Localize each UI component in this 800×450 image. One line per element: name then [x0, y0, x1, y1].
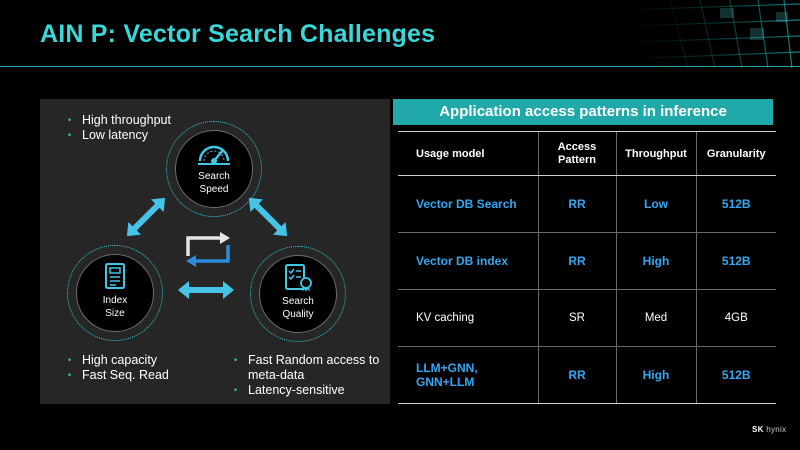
table-row: KV caching SR Med 4GB: [398, 289, 776, 347]
list-item: Low latency: [64, 128, 171, 143]
table-row: LLM+GNN, GNN+LLM RR High 512B: [398, 346, 776, 404]
checklist-badge-icon: [285, 264, 312, 292]
header-grid-decoration: [619, 0, 800, 68]
cell-usage: Vector DB index: [398, 232, 538, 290]
cell-throughput: High: [615, 346, 696, 404]
cell-granularity: 512B: [695, 232, 776, 290]
table-row: Vector DB Search RR Low 512B: [398, 175, 776, 233]
cell-throughput: Low: [615, 175, 696, 233]
access-patterns-table: Usage model Access Pattern Throughput Gr…: [398, 131, 776, 404]
search-quality-label-1: Search: [282, 296, 314, 307]
cell-pattern: RR: [537, 175, 616, 233]
speed-bullet-list: High throughput Low latency: [64, 113, 171, 143]
header-throughput: Throughput: [615, 131, 696, 176]
cell-throughput: High: [615, 232, 696, 290]
search-speed-circle: Search Speed: [175, 130, 253, 208]
list-item: High capacity: [64, 353, 169, 368]
table-row: Vector DB index RR High 512B: [398, 232, 776, 290]
speedometer-icon: [198, 145, 230, 165]
list-item: High throughput: [64, 113, 171, 128]
cell-pattern: RR: [537, 346, 616, 404]
cell-throughput: Med: [615, 289, 696, 347]
header-granularity: Granularity: [695, 131, 776, 176]
sk-hynix-logo: SK hynix: [752, 425, 786, 434]
document-index-icon: [105, 263, 125, 289]
index-size-circle-ring: [67, 245, 163, 341]
search-speed-label-2: Speed: [199, 184, 229, 195]
double-arrow-icon: [126, 197, 166, 237]
search-quality-circle-ring: [250, 246, 346, 342]
quality-bullet-list: Fast Random access to meta-data Latency-…: [230, 353, 380, 398]
header-usage-model: Usage model: [398, 131, 538, 176]
search-speed-circle-ring: [166, 121, 262, 217]
cell-usage-line2: GNN+LLM: [416, 375, 475, 389]
header-access-pattern: Access Pattern: [537, 131, 616, 176]
size-bullet-list: High capacity Fast Seq. Read: [64, 353, 169, 383]
cell-granularity: 512B: [695, 346, 776, 404]
list-item: Fast Seq. Read: [64, 368, 169, 383]
search-speed-label-1: Search: [198, 171, 230, 182]
cell-granularity: 4GB: [695, 289, 776, 347]
cycle-icon: [186, 232, 230, 267]
index-size-label-1: Index: [102, 295, 128, 306]
table-header-row: Usage model Access Pattern Throughput Gr…: [398, 131, 776, 176]
header-access-line1: Access: [557, 140, 597, 153]
header-access-line2: Pattern: [558, 153, 596, 166]
list-item: Fast Random access to meta-data: [230, 353, 380, 383]
logo-brand: SK: [752, 425, 764, 434]
cell-usage: Vector DB Search: [398, 175, 538, 233]
page-title: AIN P: Vector Search Challenges: [40, 20, 436, 48]
header-divider: [0, 66, 800, 67]
cell-usage-line1: LLM+GNN,: [416, 361, 478, 375]
cell-granularity: 512B: [695, 175, 776, 233]
table-title: Application access patterns in inference: [393, 99, 773, 125]
double-arrow-icon: [178, 281, 234, 299]
cell-pattern: RR: [537, 232, 616, 290]
cell-usage: KV caching: [398, 289, 538, 347]
index-size-circle: Index Size: [76, 254, 154, 332]
cell-usage: LLM+GNN, GNN+LLM: [398, 346, 538, 404]
search-quality-circle: Search Quality: [259, 255, 337, 333]
relationship-arrows: [126, 197, 288, 299]
list-item: Latency-sensitive: [230, 383, 380, 398]
index-size-label-2: Size: [105, 308, 125, 319]
cell-pattern: SR: [537, 289, 616, 347]
double-arrow-icon: [248, 197, 288, 237]
logo-sub: hynix: [766, 425, 787, 434]
search-quality-label-2: Quality: [282, 309, 314, 320]
